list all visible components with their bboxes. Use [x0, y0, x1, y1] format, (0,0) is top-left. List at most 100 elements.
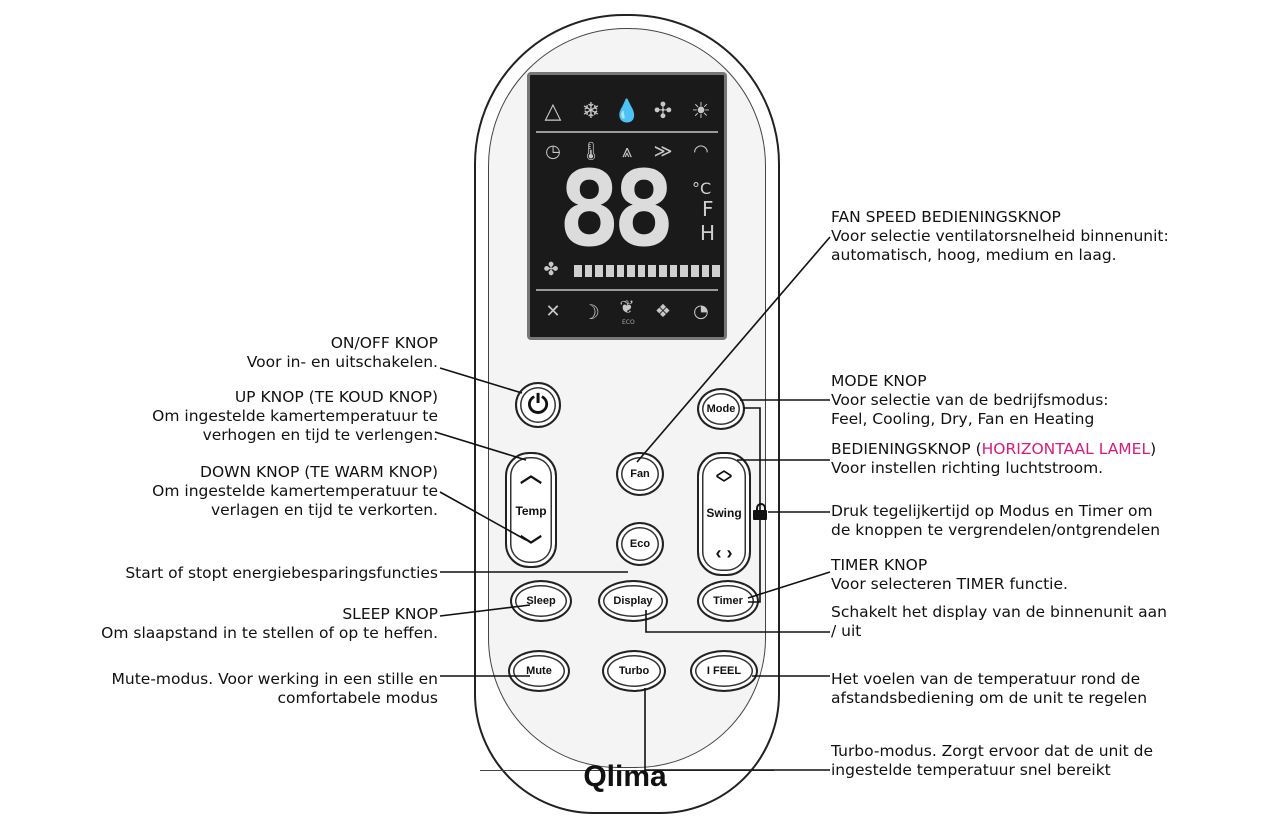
remote-base-edge: [480, 770, 774, 807]
unit-hour: H: [700, 221, 716, 245]
callout-mode-desc: Voor selectie van de bedrijfsmodus:: [831, 391, 1109, 409]
swing-up-icon[interactable]: ︿: [715, 462, 732, 479]
callout-down-desc: Om ingestelde kamertemperatuur te: [152, 482, 438, 500]
mode-button[interactable]: Mode: [697, 388, 745, 430]
timer-button[interactable]: Timer: [697, 580, 759, 622]
callout-swing-title-post: ): [1150, 440, 1157, 458]
callout-lock-desc: Druk tegelijkertijd op Modus en Timer om: [831, 502, 1153, 520]
timer-icon: ◷: [545, 141, 561, 162]
power-icon: ⏻: [527, 389, 549, 419]
callout-mute: Mute-modus. Voor werking in een stille e…: [112, 670, 438, 708]
callout-timer-desc: Voor selecteren TIMER functie.: [831, 575, 1068, 593]
temp-up-icon[interactable]: ︿: [519, 462, 542, 487]
callout-ifeel-desc: afstandsbediening om de unit te regelen: [831, 689, 1148, 707]
fan-speed-bar: [595, 265, 603, 277]
temperature-digits: 88: [558, 148, 675, 270]
sleep-button[interactable]: Sleep: [510, 580, 572, 622]
callout-onoff-desc: Voor in- en uitschakelen.: [246, 353, 438, 371]
callout-turbo-desc: ingestelde temperatuur snel bereikt: [831, 761, 1111, 779]
callout-up-desc: verhogen en tijd te verlengen.: [202, 426, 438, 444]
callout-down-title: DOWN KNOP (TE WARM KNOP): [200, 463, 438, 481]
callout-display-desc: Schakelt het display van de binnenunit a…: [831, 603, 1167, 621]
callout-swing-title-highlight: HORIZONTAAL LAMEL: [981, 440, 1151, 458]
callout-up-desc: Om ingestelde kamertemperatuur te: [152, 407, 438, 425]
heat-mode-icon: ☀: [691, 99, 711, 124]
callout-ifeel: Het voelen van de temperatuur rond de af…: [831, 670, 1147, 708]
callout-swing-title-pre: BEDIENINGSKNOP (: [831, 440, 982, 458]
callout-turbo: Turbo-modus. Zorgt ervoor dat de unit de…: [831, 742, 1153, 780]
callout-mode-title: MODE KNOP: [831, 372, 927, 390]
fan-speed-bar: [712, 265, 720, 277]
swing-rocker[interactable]: ︿ ﹀ Swing ‹ ›: [697, 452, 751, 576]
callout-turbo-desc: Turbo-modus. Zorgt ervoor dat de unit de: [831, 742, 1154, 760]
fan-speed-bar: [627, 265, 635, 277]
swing-horizontal-icon: ⩓: [621, 141, 633, 162]
callout-display: Schakelt het display van de binnenunit a…: [831, 603, 1167, 641]
ifeel-button[interactable]: I FEEL: [690, 650, 758, 692]
callout-fan-desc: Voor selectie ventilatorsnelheid binnenu…: [831, 227, 1169, 245]
eco-icon: ❦: [619, 297, 635, 318]
callout-timer-title: TIMER KNOP: [831, 556, 928, 574]
callout-up: UP KNOP (TE KOUD KNOP) Om ingestelde kam…: [152, 388, 438, 445]
callout-eco: Start of stopt energiebesparingsfuncties: [125, 564, 438, 583]
wifi-icon: ◠: [693, 141, 709, 162]
eco-button[interactable]: Eco: [616, 522, 664, 566]
fan-speed-icon: ✤: [543, 259, 559, 280]
callout-swing-title: BEDIENINGSKNOP (HORIZONTAAL LAMEL): [831, 440, 1156, 459]
fan-speed-bar: [691, 265, 699, 277]
callout-fan: FAN SPEED BEDIENINGSKNOP Voor selectie v…: [831, 208, 1169, 265]
brand-logo: Qlima: [583, 760, 667, 793]
fan-speed-bar: [616, 265, 625, 277]
swing-vertical-icon: ≫: [653, 141, 673, 162]
auto-mode-icon: △: [544, 99, 562, 124]
unit-fahrenheit: F: [702, 197, 714, 221]
turbo-icon: ❖: [654, 301, 672, 322]
callout-up-title: UP KNOP (TE KOUD KNOP): [234, 388, 438, 406]
fan-speed-bar: [701, 265, 710, 277]
cool-mode-icon: ❄: [581, 99, 601, 124]
lcd-divider: [536, 131, 718, 133]
fan-speed-bar: [680, 265, 689, 277]
fan-speed-bar: [584, 265, 593, 277]
callout-fan-title: FAN SPEED BEDIENINGSKNOP: [831, 208, 1061, 226]
display-button[interactable]: Display: [598, 580, 668, 622]
swing-down-icon[interactable]: ﹀: [715, 476, 732, 493]
lcd-display: △ ❄ 💧 ✣ ☀ ◷ 🌡 ⩓ ≫ ◠ 88 °C F H ✤ ✕ ☽ ❦ EC…: [527, 72, 727, 340]
callout-sleep: SLEEP KNOP Om slaapstand in te stellen o…: [101, 605, 438, 643]
callout-display-desc: / uit: [831, 622, 862, 640]
swing-left-right-icon[interactable]: ‹ ›: [715, 543, 733, 563]
temp-down-icon[interactable]: ﹀: [519, 534, 542, 559]
power-button[interactable]: ⏻: [515, 382, 561, 428]
turbo-button[interactable]: Turbo: [602, 650, 666, 692]
fan-speed-bar: [648, 265, 657, 277]
eco-label: ECO: [622, 319, 635, 326]
fan-speed-bar: [605, 265, 614, 277]
temp-label: Temp: [515, 504, 547, 518]
callout-down: DOWN KNOP (TE WARM KNOP) Om ingestelde k…: [152, 463, 438, 520]
callout-sleep-title: SLEEP KNOP: [342, 605, 438, 623]
callout-mode: MODE KNOP Voor selectie van de bedrijfsm…: [831, 372, 1109, 429]
unit-celsius: °C: [692, 179, 712, 198]
callout-onoff: ON/OFF KNOP Voor in- en uitschakelen.: [247, 334, 438, 372]
callout-mode-desc: Feel, Cooling, Dry, Fan en Heating: [831, 410, 1095, 428]
fan-speed-bar: [669, 265, 678, 277]
ifeel-icon: 🌡: [579, 141, 603, 162]
callout-mute-desc: Mute-modus. Voor werking in een stille e…: [111, 670, 438, 688]
fan-speed-bar: [637, 265, 646, 277]
callout-mute-desc: comfortabele modus: [277, 689, 438, 707]
swing-label: Swing: [706, 506, 742, 520]
lock-icon: [753, 503, 767, 520]
sleep-icon: ☽: [582, 300, 600, 324]
mute-icon: ✕: [545, 301, 561, 322]
fan-speed-bar: [574, 265, 582, 277]
callout-timer: TIMER KNOP Voor selecteren TIMER functie…: [831, 556, 1068, 594]
fan-button[interactable]: Fan: [616, 452, 664, 496]
callout-lock: Druk tegelijkertijd op Modus en Timer om…: [831, 502, 1160, 540]
lock-body: [753, 510, 767, 520]
mute-button[interactable]: Mute: [508, 650, 570, 692]
fan-mode-icon: ✣: [653, 99, 673, 124]
temp-rocker[interactable]: ︿ Temp ﹀: [505, 452, 557, 568]
callout-swing: BEDIENINGSKNOP (HORIZONTAAL LAMEL) Voor …: [831, 440, 1156, 478]
callout-eco-desc: Start of stopt energiebesparingsfuncties: [125, 564, 438, 582]
